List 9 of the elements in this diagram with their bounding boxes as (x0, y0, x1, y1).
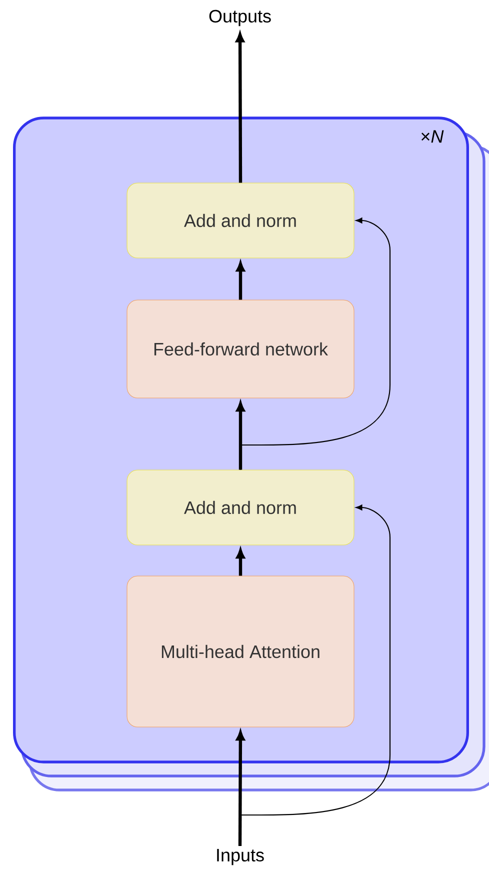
arrow (239, 504, 391, 846)
layer-box: Feed-forward network (126, 300, 354, 398)
repeat-label: ×N (421, 130, 444, 143)
arrow (239, 218, 391, 470)
io-label: Outputs (209, 10, 271, 26)
layer-box: Multi-head Attention (126, 576, 354, 728)
layer-box: Add and norm (126, 470, 354, 546)
io-label: Inputs (217, 848, 264, 866)
layer-box: Add and norm (126, 182, 354, 258)
